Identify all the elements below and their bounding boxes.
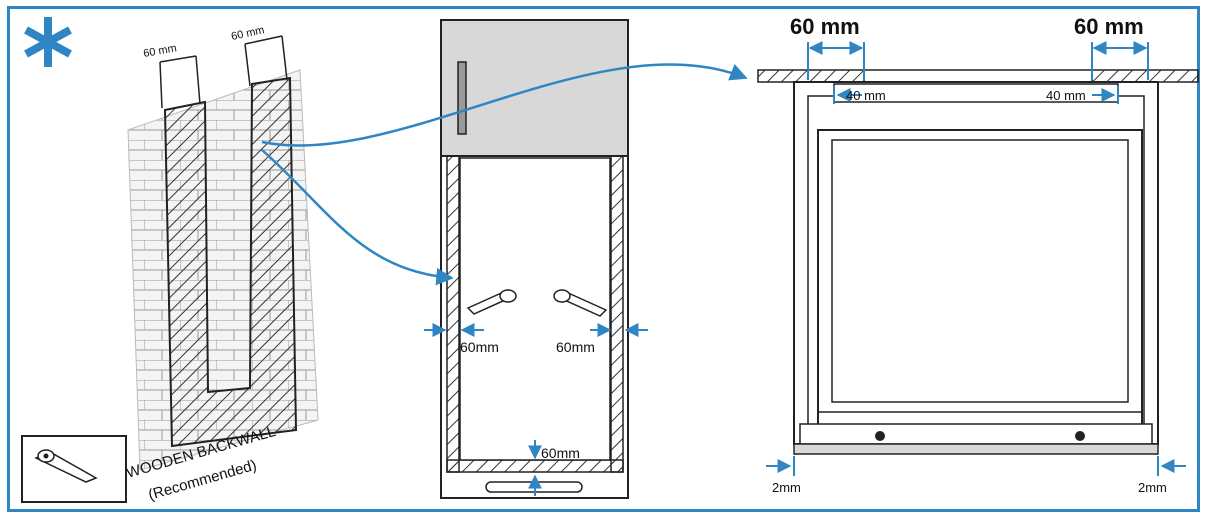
- front-side-gap-left-label: 60mm: [460, 339, 499, 355]
- section-side-left-label: 2mm: [772, 480, 801, 495]
- section-top-gap-left-label: 60 mm: [790, 14, 860, 39]
- section-top-gap-right-arrows: [1091, 41, 1149, 80]
- section-side-right-label: 2mm: [1138, 480, 1167, 495]
- connector-arrows: [261, 63, 748, 286]
- door-handle: [457, 61, 467, 135]
- wall-gap-dimension-left: [159, 55, 201, 109]
- bracket-left: [466, 289, 517, 315]
- front-bottom-gap-label: 60mm: [541, 445, 580, 461]
- section-cabinet: [793, 81, 1159, 455]
- wall-gap-dimension-right: [244, 35, 288, 87]
- section-countertop: [757, 69, 1199, 83]
- asterisk-icon: [24, 17, 72, 67]
- wooden-backwall: [163, 76, 298, 448]
- section-inner-right-arrow: [1092, 86, 1119, 104]
- bracket-right: [553, 289, 608, 317]
- section-side-right-arrows: [1157, 456, 1186, 476]
- front-side-gap-right-label: 60mm: [556, 339, 595, 355]
- section-inner-left-label: 40 mm: [846, 88, 886, 103]
- section-inner-right-label: 40 mm: [1046, 88, 1086, 103]
- bracket-icon: [34, 449, 98, 483]
- section-side-left-arrows: [766, 456, 795, 476]
- section-inner-left-arrow: [833, 86, 862, 104]
- wall-gap-label-left: 60 mm: [142, 42, 177, 60]
- section-top-gap-left-arrows: [807, 41, 865, 80]
- bracket-inset: [21, 435, 127, 503]
- section-top-gap-right-label: 60 mm: [1074, 14, 1144, 39]
- cabinet-front: [440, 19, 629, 499]
